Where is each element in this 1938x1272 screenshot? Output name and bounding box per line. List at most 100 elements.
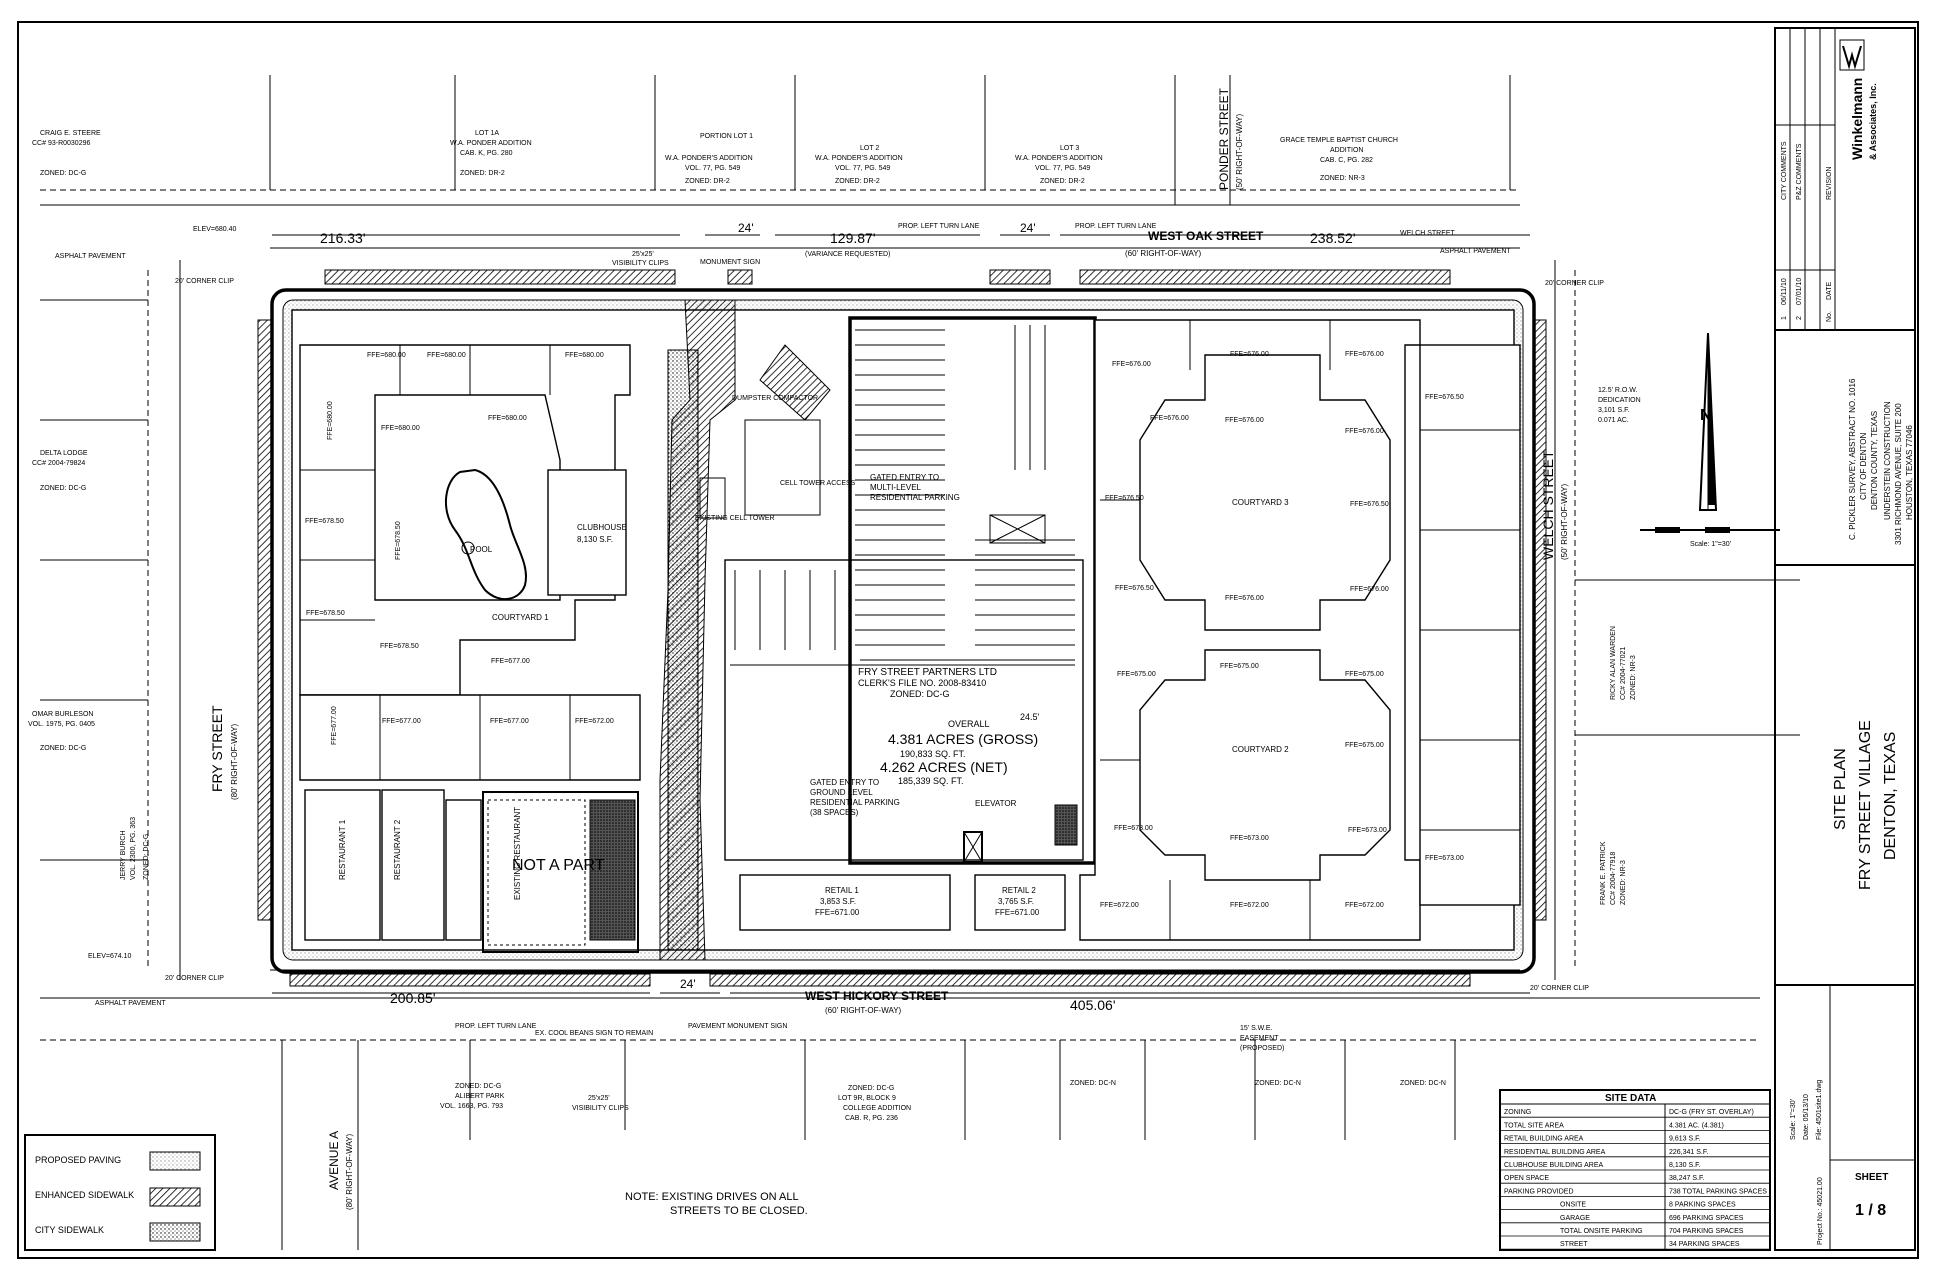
site-data-label: TOTAL SITE AREA: [1504, 1122, 1564, 1129]
svg-text:ZONED: DC-N: ZONED: DC-N: [1400, 1080, 1446, 1087]
enhanced-sidewalk-north: [324, 269, 676, 285]
site-data-value: 226,341 S.F.: [1669, 1149, 1708, 1156]
svg-text:20' CORNER CLIP: 20' CORNER CLIP: [165, 975, 224, 982]
svg-text:ZONED: NR-3: ZONED: NR-3: [1620, 860, 1627, 905]
svg-text:FFE=678.50: FFE=678.50: [305, 518, 344, 525]
svg-text:W.A. PONDER'S ADDITION: W.A. PONDER'S ADDITION: [815, 155, 903, 162]
rev-1-desc: CITY COMMENTS: [1781, 141, 1788, 200]
survey-2: CITY OF DENTON: [1859, 433, 1868, 500]
svg-text:FFE=673.00: FFE=673.00: [1114, 825, 1153, 832]
site-data-value: 8 PARKING SPACES: [1669, 1202, 1736, 1209]
sheet-title-2: FRY STREET VILLAGE: [1857, 720, 1874, 890]
rev-2-no: 2: [1796, 316, 1803, 320]
svg-text:FFE=676.50: FFE=676.50: [1350, 501, 1389, 508]
svg-text:Scale: 1"=30': Scale: 1"=30': [1690, 541, 1731, 548]
owner-2: 3301 RICHMOND AVENUE, SUITE 200: [1894, 403, 1903, 545]
svg-text:CC# 2004-77021: CC# 2004-77021: [1620, 647, 1627, 700]
svg-text:PAVEMENT MONUMENT SIGN: PAVEMENT MONUMENT SIGN: [688, 1023, 787, 1030]
elevator-label: ELEVATOR: [975, 799, 1017, 808]
svg-text:PORTION LOT 1: PORTION LOT 1: [700, 133, 753, 140]
svg-text:CAB. R, PG. 236: CAB. R, PG. 236: [845, 1115, 898, 1122]
north-arrow: N Scale: 1"=30': [1640, 332, 1780, 548]
site-data-label: GARAGE: [1560, 1215, 1590, 1222]
fry-street-row-label: (80' RIGHT-OF-WAY): [230, 723, 239, 800]
svg-text:N: N: [1700, 407, 1712, 424]
site-data-label: OPEN SPACE: [1504, 1175, 1549, 1182]
svg-text:FFE=676.00: FFE=676.00: [1150, 415, 1189, 422]
ffe-labels: FFE=680.00 FFE=680.00 FFE=680.00 FFE=680…: [305, 351, 1464, 909]
dim-245-label: 24.5': [1020, 712, 1040, 722]
courtyard-1-label: COURTYARD 1: [492, 613, 549, 622]
rev-no-label: No.: [1826, 311, 1833, 322]
courtyard-2-label: COURTYARD 2: [1232, 745, 1289, 754]
svg-text:ENHANCED SIDEWALK: ENHANCED SIDEWALK: [35, 1190, 134, 1200]
svg-text:COLLEGE ADDITION: COLLEGE ADDITION: [843, 1105, 911, 1112]
pool-label: POOL: [470, 545, 493, 554]
site-data-value: 704 PARKING SPACES: [1669, 1228, 1744, 1235]
svg-text:20' CORNER CLIP: 20' CORNER CLIP: [175, 278, 234, 285]
retail-2-building: [974, 874, 1066, 931]
svg-text:ZONED: DC-G: ZONED: DC-G: [40, 485, 86, 492]
callouts: 20' CORNER CLIP 20' CORNER CLIP 20' CORN…: [55, 223, 1641, 1112]
legend: PROPOSED PAVING ENHANCED SIDEWALK CITY S…: [24, 1134, 216, 1251]
svg-text:FFE=675.00: FFE=675.00: [1345, 671, 1384, 678]
svg-text:FFE=672.00: FFE=672.00: [1345, 902, 1384, 909]
svg-text:FFE=676.00: FFE=676.00: [1345, 351, 1384, 358]
svg-text:FFE=677.00: FFE=677.00: [382, 718, 421, 725]
restaurant-1-label: RESTAURANT 1: [338, 819, 347, 880]
svg-text:DEDICATION: DEDICATION: [1598, 397, 1641, 404]
ponder-street-row-label: (50' RIGHT-OF-WAY): [1235, 113, 1244, 190]
svg-text:PROP. LEFT TURN LANE: PROP. LEFT TURN LANE: [1075, 223, 1157, 230]
dim-405: 405.06': [1070, 997, 1116, 1013]
svg-text:FFE=672.00: FFE=672.00: [575, 718, 614, 725]
svg-text:CRAIG E. STEERE: CRAIG E. STEERE: [40, 130, 101, 137]
restaurant-2-label: RESTAURANT 2: [393, 819, 402, 880]
acres-net-sf: 185,339 SQ. FT.: [898, 776, 964, 786]
gated-lower-3: RESIDENTIAL PARKING: [810, 798, 900, 807]
svg-text:FFE=672.00: FFE=672.00: [1230, 902, 1269, 909]
gated-upper-1: GATED ENTRY TO: [870, 473, 939, 482]
svg-text:FFE=678.50: FFE=678.50: [306, 610, 345, 617]
site-data-label: CLUBHOUSE BUILDING AREA: [1504, 1162, 1604, 1169]
acres-net: 4.262 ACRES (NET): [880, 759, 1008, 775]
svg-text:W.A. PONDER'S ADDITION: W.A. PONDER'S ADDITION: [665, 155, 753, 162]
clubhouse-label: CLUBHOUSE: [577, 523, 627, 532]
site-data-label: ONSITE: [1560, 1202, 1586, 1209]
svg-text:FFE=673.00: FFE=673.00: [1230, 835, 1269, 842]
gated-upper-3: RESIDENTIAL PARKING: [870, 493, 960, 502]
retail-2-ffe: FFE=671.00: [995, 908, 1040, 917]
svg-text:JERRY BURCH: JERRY BURCH: [120, 830, 127, 880]
courtyard-3-label: COURTYARD 3: [1232, 498, 1289, 507]
svg-text:3,101 S.F.: 3,101 S.F.: [1598, 407, 1630, 414]
svg-text:FFE=677.00: FFE=677.00: [491, 658, 530, 665]
svg-text:LOT 2: LOT 2: [860, 145, 879, 152]
svg-text:ELEV=674.10: ELEV=674.10: [88, 953, 132, 960]
pool: [444, 468, 527, 600]
svg-text:ASPHALT PAVEMENT: ASPHALT PAVEMENT: [1440, 248, 1511, 255]
svg-text:FFE=676.00: FFE=676.00: [1350, 586, 1389, 593]
svg-text:FRANK E. PATRICK: FRANK E. PATRICK: [1600, 841, 1607, 905]
dim-238: 238.52': [1310, 230, 1356, 246]
svg-text:ZONED: DR-2: ZONED: DR-2: [835, 178, 880, 185]
svg-text:ZONED: DC-G: ZONED: DC-G: [40, 170, 86, 177]
site-data-value: 9,613 S.F.: [1669, 1136, 1701, 1143]
svg-text:FFE=675.00: FFE=675.00: [1220, 663, 1259, 670]
cell-tower-area: [699, 344, 831, 519]
west-oak-street-label: WEST OAK STREET: [1148, 229, 1264, 243]
project-note: Project No.: 45021.00: [1817, 1177, 1824, 1245]
svg-text:W.A. PONDER'S ADDITION: W.A. PONDER'S ADDITION: [1015, 155, 1103, 162]
svg-text:FFE=676.50: FFE=676.50: [1115, 585, 1154, 592]
retail-1-sf: 3,853 S.F.: [820, 897, 856, 906]
svg-text:FFE=676.00: FFE=676.00: [1225, 595, 1264, 602]
overall-label: OVERALL: [948, 719, 990, 729]
owner-3: HOUSTON, TEXAS 77046: [1905, 425, 1914, 520]
svg-text:ZONED: DR-2: ZONED: DR-2: [460, 170, 505, 177]
svg-text:ZONED: DC-G: ZONED: DC-G: [143, 834, 150, 880]
svg-text:VOL. 77, PG. 549: VOL. 77, PG. 549: [1035, 165, 1090, 172]
owner-1: UNDERSTEIN CONSTRUCTION: [1883, 401, 1892, 520]
file-note: File: 4501site1.dwg: [1816, 1080, 1823, 1140]
svg-text:FFE=680.00: FFE=680.00: [381, 425, 420, 432]
dim-24-c: 24': [680, 977, 696, 991]
street-linework: [40, 75, 1800, 1250]
